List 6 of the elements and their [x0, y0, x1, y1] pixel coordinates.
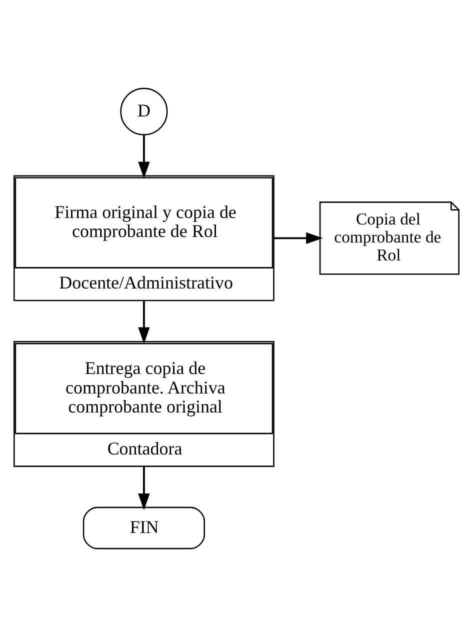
- arrow: [273, 232, 322, 244]
- node-circle: D: [120, 88, 168, 136]
- arrow: [138, 135, 150, 178]
- arrow: [138, 300, 150, 344]
- arrow: [138, 466, 150, 510]
- node-box: FIN: [82, 506, 204, 550]
